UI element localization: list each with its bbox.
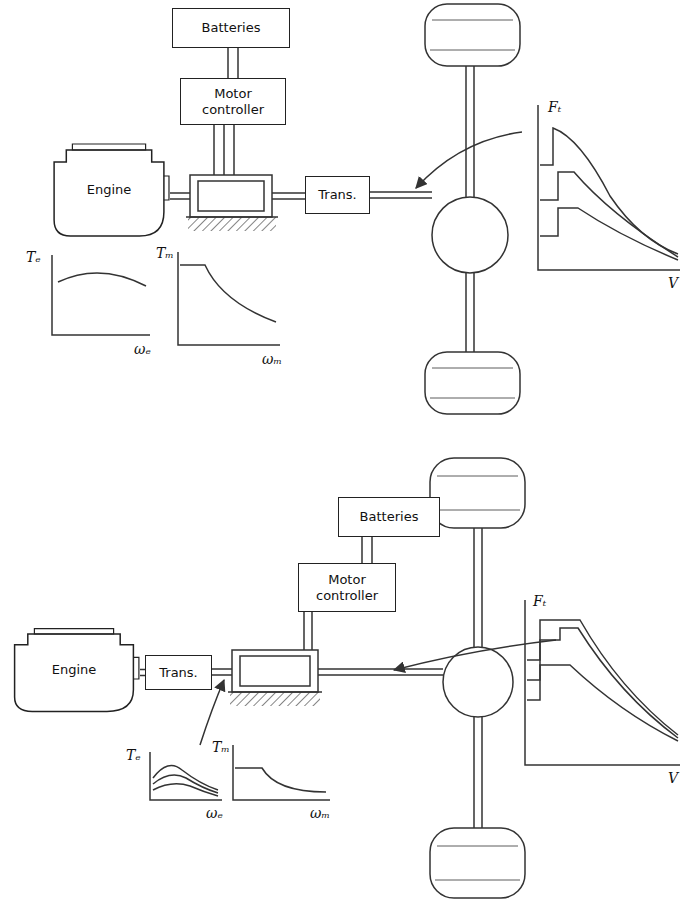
axis-label: V: [668, 276, 678, 290]
engine-outline: [34, 629, 138, 679]
engine-block: Engine: [8, 625, 140, 715]
node-label: Trans.: [155, 665, 202, 681]
axis-label: ωₘ: [262, 352, 282, 366]
tractive-effort-plot: [540, 128, 678, 254]
leader-arrow: [394, 640, 556, 670]
motor-torque-plot: [180, 265, 276, 322]
wheel: [435, 846, 520, 880]
electric-motor: [240, 656, 310, 686]
node-label: Motor controller: [299, 572, 395, 603]
axis-label: Tₘ: [212, 740, 230, 754]
axle: [474, 528, 482, 828]
controller-box: Motor controller: [180, 78, 286, 125]
differential: [443, 647, 513, 717]
tractive-effort-plot: [538, 105, 680, 270]
wheel: [425, 4, 520, 66]
ground-mount: [186, 217, 278, 231]
engine-outline: [15, 634, 134, 711]
connector: [228, 48, 238, 78]
engine-torque-plot: [150, 752, 222, 800]
engine-torque-plot: [150, 752, 222, 800]
axle: [466, 66, 474, 352]
engine-torque-plot: [52, 255, 150, 335]
tractive-effort-plot: [527, 620, 678, 735]
tractive-effort-plot: [527, 628, 678, 738]
wheel: [435, 476, 520, 510]
engine-torque-plot: [153, 784, 218, 796]
axis-label: Tₑ: [26, 250, 41, 264]
axle: [466, 66, 474, 352]
motor-torque-plot: [178, 252, 280, 345]
node-label: Batteries: [198, 20, 265, 36]
ground-mount: [230, 692, 320, 706]
engine-outline: [54, 150, 164, 236]
tractive-effort-plot: [525, 600, 680, 765]
engine-outline: [72, 144, 169, 200]
motor-torque-plot: [233, 745, 330, 800]
wheel: [430, 20, 515, 50]
tractive-effort-plot: [538, 105, 680, 270]
electric-motor: [198, 181, 264, 211]
tractive-effort-plot: [525, 600, 680, 765]
tractive-effort-plot: [540, 172, 678, 257]
ground-mount: [228, 692, 322, 706]
axis-label: ωₑ: [134, 342, 151, 356]
axis-label: Tₘ: [156, 246, 174, 260]
wheel: [430, 458, 525, 898]
axis-label: ωₑ: [206, 806, 223, 820]
ground-mount: [228, 691, 322, 693]
motor-wires: [304, 612, 312, 650]
motor-torque-plot: [233, 745, 330, 800]
engine-block: Engine: [48, 140, 170, 240]
electric-motor: [190, 175, 272, 217]
ground-mount: [188, 217, 276, 231]
tractive-effort-plot: [527, 665, 678, 741]
motor-wires: [214, 125, 234, 175]
wheel: [425, 352, 520, 414]
motor-torque-plot: [178, 252, 280, 345]
engine-torque-plot: [52, 255, 150, 335]
wheel: [430, 368, 515, 398]
axis-label: Fₜ: [548, 100, 561, 114]
battery-box: Batteries: [338, 497, 440, 537]
electric-motor: [232, 650, 318, 692]
axis-label: Fₜ: [533, 594, 546, 608]
controller-box: Motor controller: [298, 563, 396, 612]
node-label: Motor controller: [181, 86, 285, 117]
wheel: [430, 828, 525, 898]
axis-label: Tₑ: [126, 748, 141, 762]
wheel: [430, 458, 525, 528]
node-label: Trans.: [314, 187, 361, 203]
node-label: Engine: [48, 662, 101, 678]
differential: [432, 197, 508, 273]
motor-wires: [214, 125, 234, 175]
electric-motor: [190, 175, 272, 217]
axis-label: V: [668, 771, 678, 785]
wheel: [425, 4, 520, 414]
transmission-box: Trans.: [305, 176, 370, 214]
drivetrain-illustration: [52, 4, 680, 898]
electric-motor: [232, 650, 318, 692]
axis-label: ωₘ: [310, 806, 330, 820]
ground-mount: [186, 216, 278, 218]
node-label: Engine: [83, 182, 136, 198]
battery-box: Batteries: [172, 8, 290, 48]
motor-wires: [304, 612, 312, 650]
leader-arrow: [416, 132, 522, 188]
tractive-effort-plot: [540, 208, 678, 260]
transmission-box: Trans.: [145, 655, 212, 690]
node-label: Batteries: [356, 509, 423, 525]
engine-torque-plot: [58, 273, 146, 286]
connector: [362, 537, 372, 563]
motor-torque-plot: [235, 768, 326, 792]
axle: [474, 528, 482, 828]
